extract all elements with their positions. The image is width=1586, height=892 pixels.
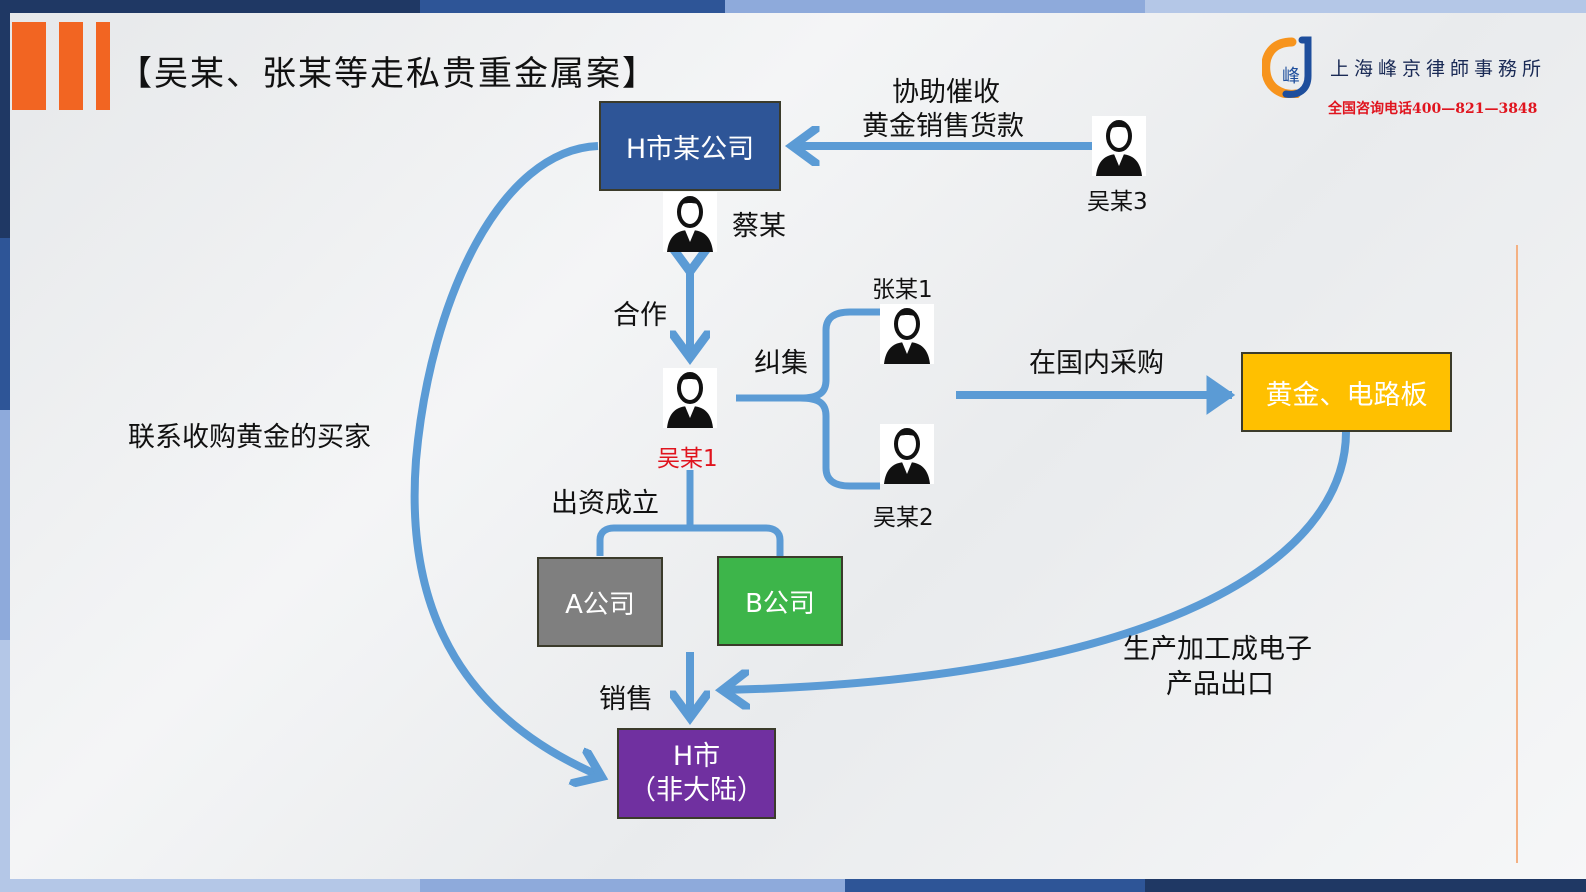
left-bar-segment [0,13,10,238]
bottom-bar-segment [845,879,1145,892]
invest-bracket [596,470,784,556]
cooperate-label: 合作 [613,300,667,331]
person-icon [663,368,717,428]
left-bar-segment [0,238,10,410]
gather-label: 纠集 [754,348,808,379]
law-firm-name: 上海峰京律師事務所 [1330,58,1547,80]
hk-company-box: H市某公司 [599,101,781,191]
person-icon [880,304,934,364]
right-divider [1516,245,1518,863]
phone-number: 全国咨询电话400—821—3848 [1328,101,1538,117]
domestic-purchase-label: 在国内采购 [1029,348,1164,379]
person-name-wu2: 吴某2 [873,505,934,531]
produce-label-line2: 产品出口 [1166,669,1274,700]
person-name-zhang1: 张某1 [872,277,933,303]
assist-label-line1: 协助催收 [892,77,1000,108]
top-bar-segment [1145,0,1586,13]
h-city-line1: H市 [672,740,721,772]
top-bar-segment [0,0,420,13]
person-name-wu1: 吴某1 [657,446,718,472]
h-city-box: H市 （非大陆） [617,728,776,819]
export-arrow [724,431,1350,690]
sell-label: 销售 [599,684,653,715]
h-city-line2: （非大陆） [629,774,764,806]
gold-circuit-board-box: 黄金、电路板 [1241,352,1452,432]
page-title: 【吴某、张某等走私贵重金属案】 [118,54,658,94]
contact-buyers-label: 联系收购黄金的买家 [128,422,371,453]
bottom-bar-segment [0,879,420,892]
accent-block [96,22,110,110]
produce-label-line1: 生产加工成电子 [1123,634,1312,665]
company-a-box: A公司 [537,557,663,647]
bottom-bar-segment [1145,879,1586,892]
top-bar-segment [725,0,1145,13]
accent-block [59,22,83,110]
bottom-bar-segment [420,879,845,892]
top-bar-segment [420,0,725,13]
accent-block [12,22,46,110]
svg-text:峰: 峰 [1282,66,1300,87]
person-name-cai: 蔡某 [732,211,786,242]
law-firm-logo-icon: 峰 [1262,36,1312,98]
left-bar-segment [0,410,10,640]
assist-label-line2: 黄金销售货款 [862,111,1024,142]
company-b-box: B公司 [717,556,843,646]
invest-label: 出资成立 [551,488,659,519]
person-icon [663,192,717,252]
contact-buyers-arrow [410,142,600,776]
gather-brace-bottom [799,394,880,490]
left-bar-segment [0,640,10,879]
person-name-wu3: 吴某3 [1087,189,1148,215]
person-icon [880,424,934,484]
person-icon [1092,116,1146,176]
